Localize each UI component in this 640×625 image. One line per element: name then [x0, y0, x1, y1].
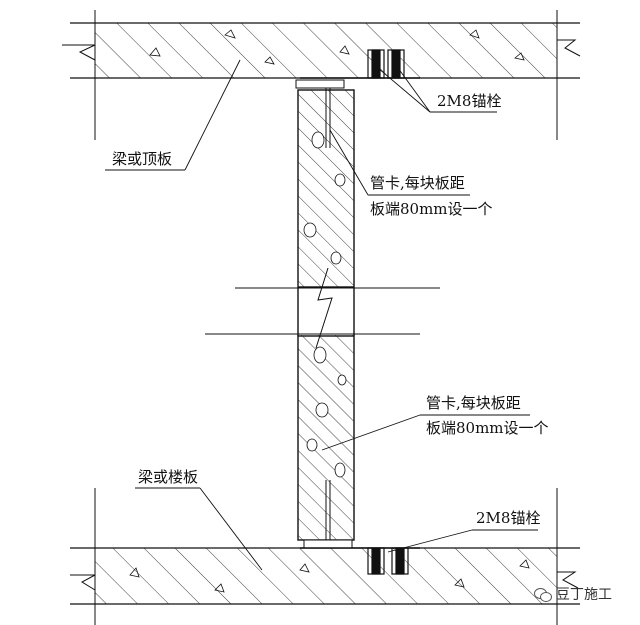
anchor-bolts-bottom — [300, 547, 420, 575]
beam-or-roof-slab-label: 梁或顶板 — [112, 150, 173, 168]
bottom-slab — [70, 488, 580, 625]
watermark: 豆丁施工 — [534, 584, 612, 604]
anchor-bolts-top — [300, 49, 420, 79]
wechat-logo-icon — [534, 587, 552, 602]
anchor-bolt-bottom-label: 2M8锚栓 — [476, 509, 541, 527]
leader-lines — [105, 59, 538, 571]
pipe-clip-bottom-label-line1: 管卡,每块板距 — [426, 394, 521, 412]
pipe-clip-bottom-label-line2: 板端80mm设一个 — [426, 419, 549, 437]
beam-or-floor-slab-label: 梁或楼板 — [138, 468, 199, 486]
break-lines — [205, 267, 440, 349]
pipe-clip-top-label-line2: 板端80mm设一个 — [370, 200, 493, 218]
watermark-text: 豆丁施工 — [556, 587, 612, 603]
partition-panel — [295, 79, 356, 549]
anchor-bolt-top-label: 2M8锚栓 — [437, 92, 502, 110]
pipe-clip-top-label-line1: 管卡,每块板距 — [370, 174, 465, 192]
